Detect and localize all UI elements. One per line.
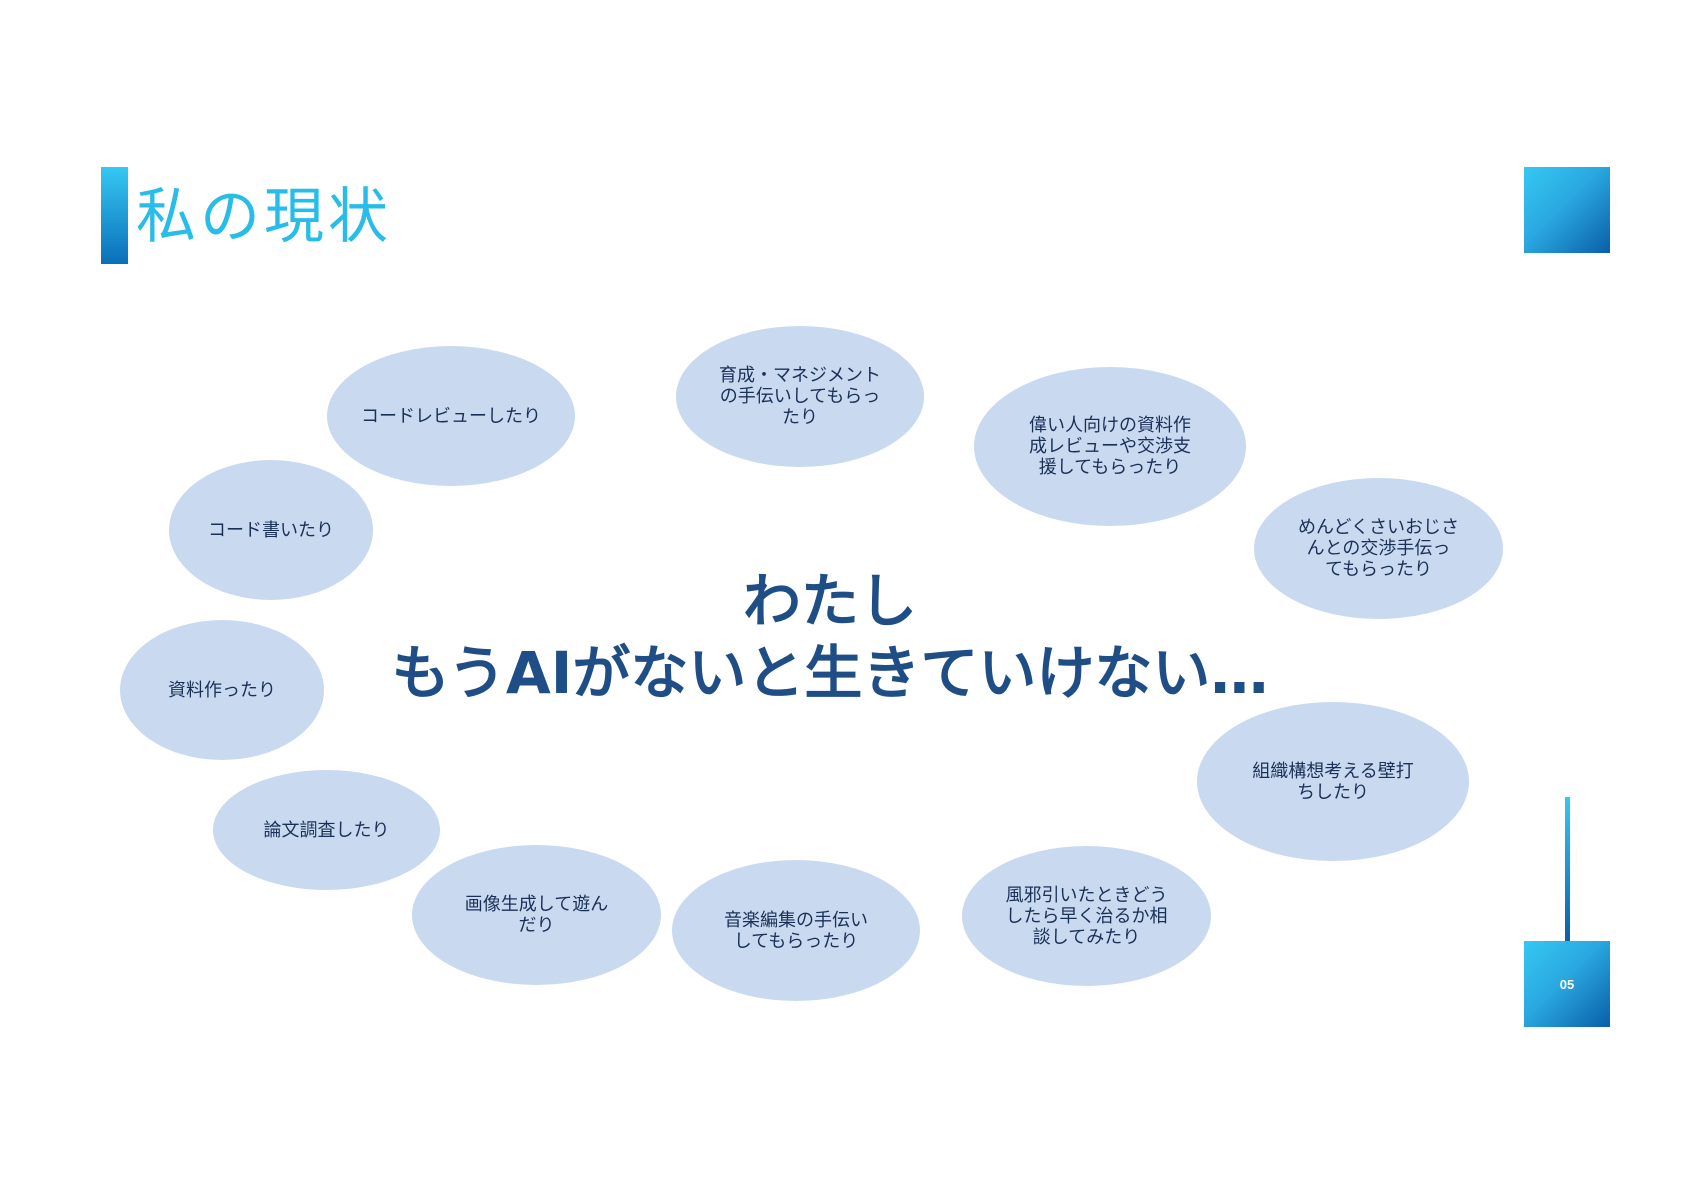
bubble-label: 資料作ったり bbox=[168, 679, 276, 701]
bubble-org-design: 組織構想考える壁打 ちしたり bbox=[1197, 702, 1469, 861]
bubble-music-editing: 音楽編集の手伝い してもらったり bbox=[672, 860, 920, 1001]
page-number: 05 bbox=[1559, 976, 1575, 992]
bubble-negotiation: めんどくさいおじさ んとの交渉手伝っ てもらったり bbox=[1254, 478, 1503, 619]
bubble-label: 偉い人向けの資料作 成レビューや交渉支 援してもらったり bbox=[1029, 415, 1191, 478]
side-accent-line bbox=[1565, 797, 1570, 942]
bubble-executive-materials: 偉い人向けの資料作 成レビューや交渉支 援してもらったり bbox=[974, 367, 1246, 526]
slide-title: 私の現状 bbox=[136, 182, 392, 252]
corner-decoration bbox=[1524, 167, 1610, 253]
bubble-label: めんどくさいおじさ んとの交渉手伝っ てもらったり bbox=[1298, 517, 1459, 580]
bubble-cold-advice: 風邪引いたときどう したら早く治るか相 談してみたり bbox=[962, 846, 1211, 986]
bubble-label: 組織構想考える壁打 ちしたり bbox=[1252, 760, 1414, 803]
bubble-nurturing-management: 育成・マネジメント の手伝いしてもらっ たり bbox=[676, 326, 924, 467]
center-message-line1: わたし bbox=[742, 567, 917, 635]
bubble-paper-research: 論文調査したり bbox=[213, 770, 440, 890]
bubble-label: 育成・マネジメント の手伝いしてもらっ たり bbox=[719, 365, 881, 428]
bubble-code-review: コードレビューしたり bbox=[327, 346, 575, 486]
bubble-label: 音楽編集の手伝い してもらったり bbox=[724, 909, 868, 952]
bubble-write-code: コード書いたり bbox=[169, 460, 373, 600]
page-number-box: 05 bbox=[1524, 941, 1610, 1027]
bubble-label: 画像生成して遊ん だり bbox=[464, 894, 609, 936]
bubble-label: コードレビューしたり bbox=[361, 405, 541, 427]
bubble-label: 論文調査したり bbox=[263, 819, 390, 841]
bubble-label: 風邪引いたときどう したら早く治るか相 談してみたり bbox=[1005, 884, 1168, 948]
center-message: わたし もうAIがないと生きていけない… bbox=[380, 565, 1280, 709]
bubble-image-generation: 画像生成して遊ん だり bbox=[412, 845, 661, 985]
center-message-line2: もうAIがないと生きていけない… bbox=[391, 639, 1269, 707]
title-accent-bar bbox=[101, 167, 128, 264]
bubble-label: コード書いたり bbox=[208, 519, 334, 541]
bubble-make-documents: 資料作ったり bbox=[120, 620, 324, 760]
